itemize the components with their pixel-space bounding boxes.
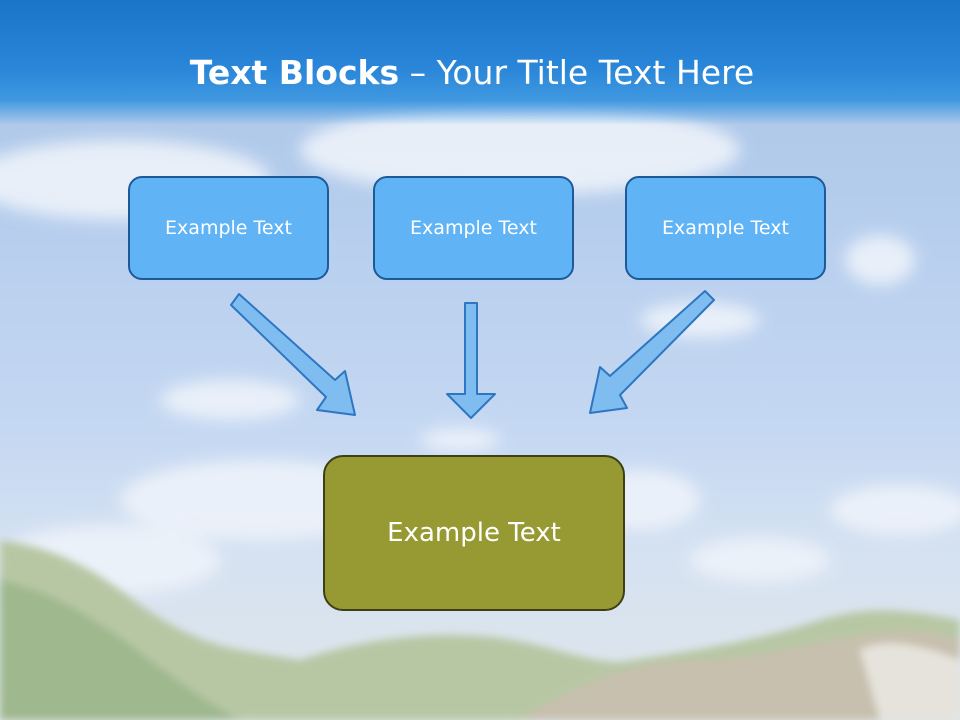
main-text-block-label: Example Text [387,518,561,548]
arrow-left [230,293,356,416]
arrow-right [589,290,715,414]
text-block-3-label: Example Text [662,217,789,239]
title-rest: Your Title Text Here [436,53,755,92]
text-block-3[interactable]: Example Text [625,176,826,280]
text-block-1[interactable]: Example Text [128,176,329,280]
text-block-2[interactable]: Example Text [373,176,574,280]
main-text-block[interactable]: Example Text [323,455,625,611]
title-dash: – [399,53,437,92]
text-block-2-label: Example Text [410,217,537,239]
title-bar [0,0,960,125]
title-bold: Text Blocks [189,53,400,92]
text-block-1-label: Example Text [165,217,292,239]
slide-title: Text Blocks – Your Title Text Here [0,53,944,92]
arrow-middle [446,302,496,419]
